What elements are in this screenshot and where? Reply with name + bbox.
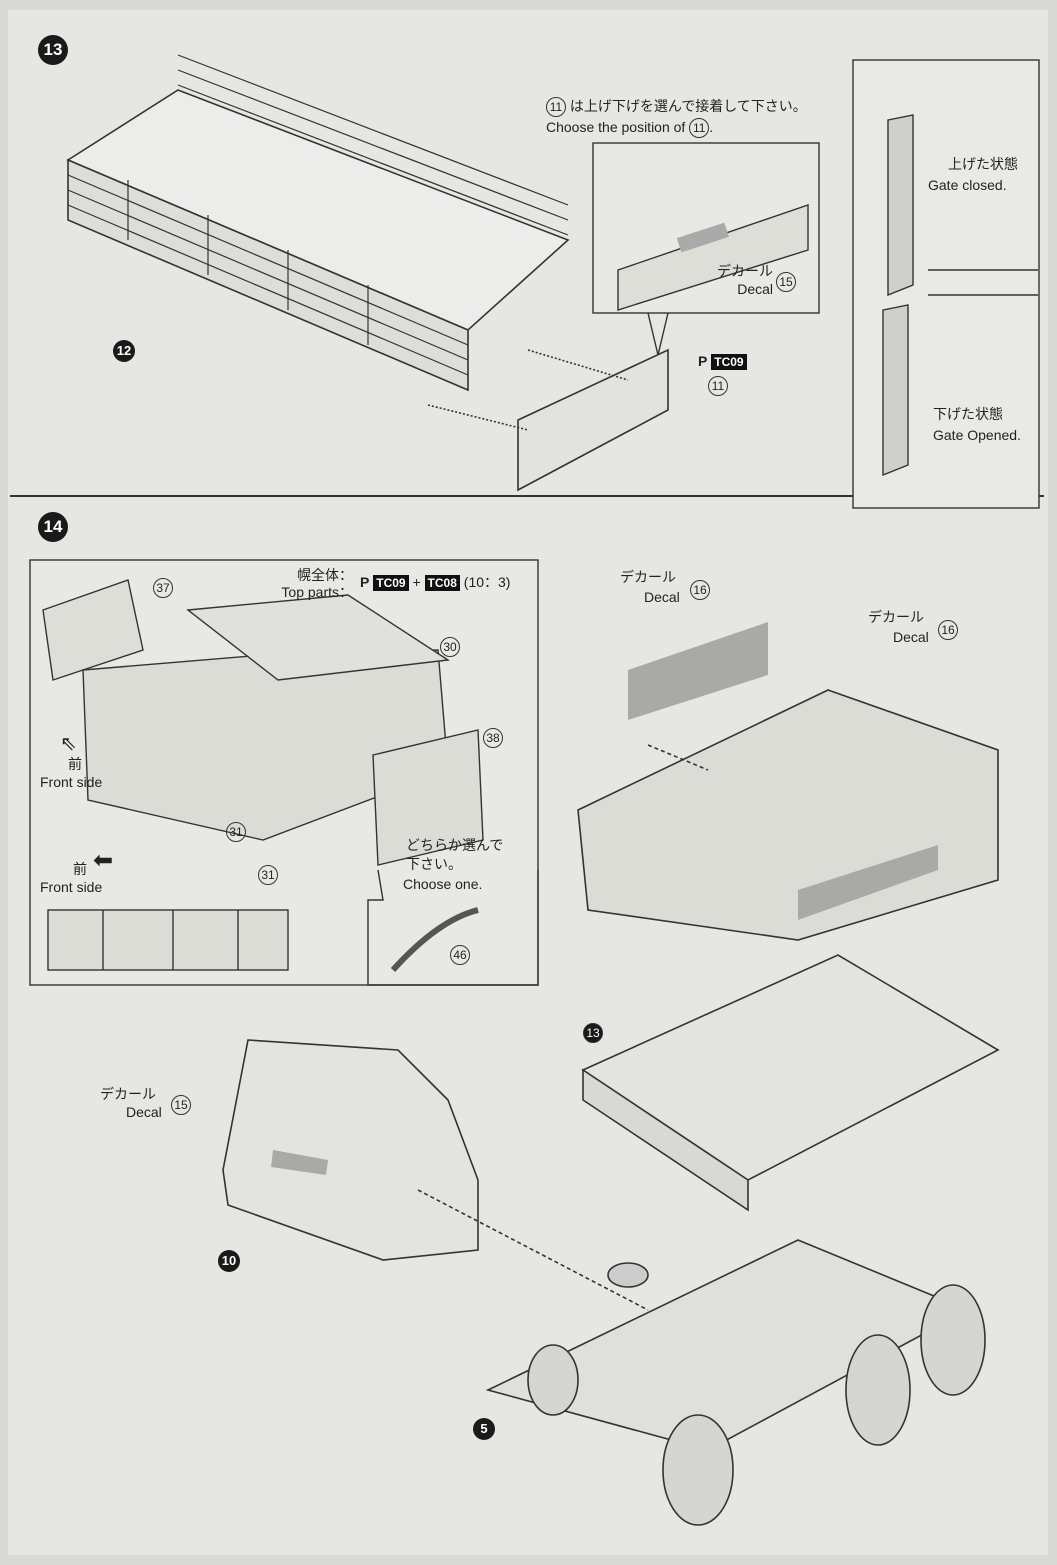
runner-tag-b: TC08 — [424, 575, 460, 591]
assembly-drawings — [29, 54, 1040, 1526]
cargo-bed-13-drawing — [66, 54, 669, 492]
chassis-drawing — [485, 1239, 986, 1526]
instruction-en: Choose the position of 11. — [546, 118, 713, 139]
part-12-label: 12 — [113, 340, 135, 362]
decal-15-ja: デカール — [100, 1086, 156, 1102]
choose-ja-1: どちらか選んで — [406, 837, 504, 853]
runner-letter: P — [360, 574, 370, 590]
gate-opened-en: Gate Opened. — [933, 427, 1021, 443]
front-ja-1: 前 — [68, 756, 82, 772]
instruction-ja: 11 は上げ下げを選んで接着して下さい。 — [546, 97, 807, 118]
part-31-label: 31 — [226, 822, 246, 843]
gate-closed-ja: 上げた状態 — [948, 156, 1018, 172]
decal-16-strip — [628, 622, 768, 720]
decal-15-en: Decal — [126, 1104, 162, 1120]
decal-15-ja: デカール — [717, 263, 773, 279]
part-5-label: 5 — [473, 1418, 495, 1440]
decal-16b-en: Decal — [893, 629, 929, 645]
decal-16a-ja: デカール — [620, 569, 676, 585]
gate-detail-drawing — [592, 142, 820, 356]
instruction-en-text: Choose the position of — [546, 119, 686, 135]
plus-sign: + — [412, 574, 421, 590]
gate-position-inset — [852, 59, 1040, 509]
decal-15-number: 15 — [171, 1095, 191, 1116]
decal-15-en: Decal — [737, 281, 773, 297]
instruction-ja-text: は上げ下げを選んで接着して下さい。 — [569, 98, 807, 114]
decal-15-number: 15 — [776, 272, 796, 293]
front-en-2: Front side — [40, 879, 103, 895]
choose-en: Choose one. — [403, 876, 483, 892]
part-ref: 11 — [689, 118, 710, 139]
part-38-label: 38 — [483, 728, 503, 749]
part-31b-label: 31 — [258, 865, 278, 886]
decal-16a-number: 16 — [690, 580, 710, 601]
cargo-bed-installed-drawing — [581, 954, 1000, 1212]
step13-divider — [10, 35, 1044, 497]
top-parts-ja: 幌全体： — [297, 567, 353, 583]
top-parts-en: Top parts： — [281, 584, 353, 600]
step14-number: 14 — [38, 512, 68, 542]
decal-16b-ja: デカール — [868, 609, 924, 625]
part-11-number: 11 — [708, 376, 728, 397]
runner-letter: P — [698, 353, 708, 369]
runner-tag-a: TC09 — [373, 575, 409, 591]
top-parts-runners: P TC09 + TC08 (10：3) — [360, 573, 510, 591]
part-ref: 11 — [546, 97, 566, 118]
choose-ja-2: 下さい。 — [406, 856, 462, 872]
canopy-subassembly-drawing — [29, 559, 539, 986]
gate-opened-ja: 下げた状態 — [933, 406, 1003, 422]
decal-num: 15 — [776, 272, 796, 293]
part-46-label: 46 — [450, 945, 470, 966]
gate-closed-en: Gate closed. — [928, 177, 1007, 193]
front-arrow-outline-icon: ⇖ — [60, 733, 77, 755]
decal-16a-en: Decal — [644, 589, 680, 605]
part-13-label: 13 — [583, 1023, 603, 1044]
canopy-assembled-drawing — [577, 622, 999, 941]
front-arrow-solid-icon: ⬅ — [93, 847, 114, 874]
step13-number: 13 — [38, 35, 68, 65]
part-11-label: 11 — [708, 376, 728, 397]
ratio: (10：3) — [463, 574, 511, 590]
part-37-label: 37 — [153, 578, 173, 599]
cab-drawing — [222, 1039, 649, 1311]
runner-tc09-label: P TC09 — [698, 352, 747, 370]
part-10-label: 10 — [218, 1250, 240, 1272]
decal-16b-number: 16 — [938, 620, 958, 641]
front-ja-2: 前 — [73, 861, 87, 877]
instruction-page: 13 — [8, 10, 1048, 1555]
front-en-1: Front side — [40, 774, 103, 790]
part-30-label: 30 — [440, 637, 460, 658]
runner-tag: TC09 — [711, 354, 747, 370]
